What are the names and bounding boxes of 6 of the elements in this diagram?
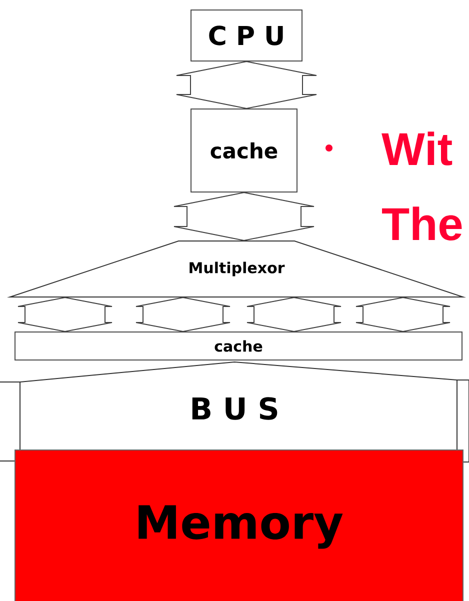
- cache-bar: cache: [14, 332, 462, 360]
- slide-text: Wit: [382, 132, 452, 166]
- cache-box: cache: [190, 108, 298, 192]
- memory-box: Memory: [14, 450, 464, 601]
- cpu-box: C P U: [190, 10, 302, 62]
- slide-text: The: [382, 206, 462, 240]
